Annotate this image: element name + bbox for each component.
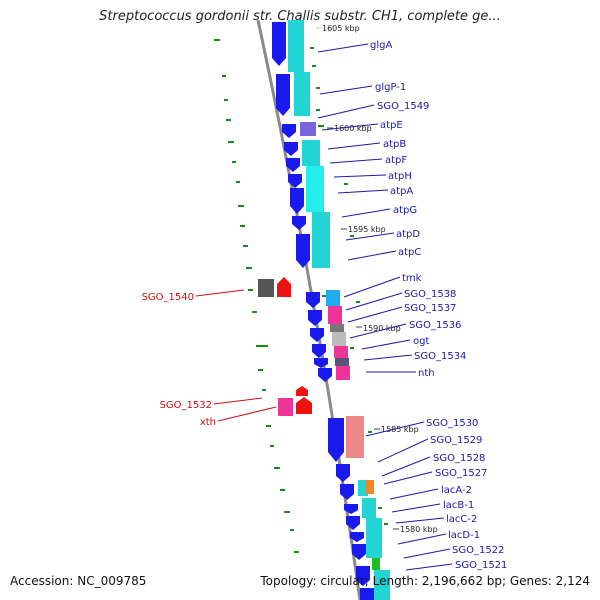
gene-label: SGO_1549 (377, 101, 429, 112)
feature-block (302, 140, 320, 166)
gene-block (278, 398, 293, 416)
gene-label: SGO_1521 (455, 560, 507, 571)
forward-cds-arrows (272, 22, 374, 600)
gene-label: SGO_1528 (433, 453, 485, 464)
cds-arrow (277, 277, 291, 297)
gene-label: lacA-2 (441, 485, 472, 496)
gene-label: SGO_1530 (426, 418, 478, 429)
gene-label: SGO_1527 (435, 468, 487, 479)
gene-label: lacC-2 (446, 514, 477, 525)
feature-block (332, 332, 346, 346)
cds-arrow (296, 397, 312, 414)
feature-block (366, 480, 374, 494)
accession-text: Accession: NC_009785 (10, 574, 147, 588)
feature-block (328, 306, 342, 324)
feature-block (335, 358, 349, 366)
feature-block (336, 366, 350, 380)
gene-label: SGO_1536 (409, 320, 461, 331)
feature-block (300, 122, 316, 136)
feature-block (330, 324, 344, 332)
gene-label: atpH (388, 171, 412, 182)
gene-label: glgA (370, 40, 392, 51)
feature-block (326, 290, 340, 306)
kbp-ticks: 1605 kbp 1600 kbp 1595 kbp 1590 kbp 1585… (316, 24, 438, 534)
feature-block (374, 570, 390, 600)
tick-label: 1600 kbp (334, 124, 372, 133)
gene-label: lacB-1 (443, 500, 474, 511)
tick-label: 1580 kbp (400, 525, 438, 534)
gene-label: atpG (393, 205, 417, 216)
gene-label: ogt (413, 336, 429, 347)
gene-label: lacD-1 (448, 530, 480, 541)
feature-block (288, 20, 304, 72)
tick-label: 1590 kbp (363, 324, 401, 333)
reverse-leaders (195, 289, 277, 422)
gene-label: SGO_1537 (404, 303, 456, 314)
feature-block (372, 558, 380, 570)
reverse-gene-labels: SGO_1540 SGO_1532 xth (142, 292, 216, 428)
map-title: Streptococcus gordonii str. Challis subs… (99, 9, 501, 24)
gene-label: SGO_1522 (452, 545, 504, 556)
feature-block (306, 166, 324, 212)
cds-arrow (296, 386, 308, 396)
feature-block (362, 498, 376, 518)
gene-label: tmk (402, 273, 422, 284)
tick-label: 1605 kbp (322, 24, 360, 33)
gene-label: xth (200, 417, 216, 428)
gene-label: atpA (390, 186, 413, 197)
tick-label: 1595 kbp (348, 225, 386, 234)
gene-label: atpE (380, 120, 403, 131)
feature-band (288, 20, 390, 600)
gene-label: nth (418, 368, 435, 379)
gene-label: SGO_1529 (430, 435, 482, 446)
reverse-strand-features (258, 277, 312, 416)
feature-block (294, 72, 310, 116)
feature-block (346, 416, 364, 458)
gene-label: glgP-1 (375, 82, 406, 93)
feature-block (312, 212, 330, 268)
gene-label: atpB (383, 139, 406, 150)
gene-label: atpF (385, 155, 407, 166)
feature-block (358, 480, 368, 496)
gene-label: SGO_1534 (414, 351, 466, 362)
gene-label: atpD (396, 229, 420, 240)
gene-label: SGO_1540 (142, 292, 194, 303)
feature-block (334, 346, 348, 358)
tick-label: 1585 kbp (381, 425, 419, 434)
genome-stats-text: Topology: circular; Length: 2,196,662 bp… (260, 574, 590, 588)
forward-leaders (317, 43, 453, 571)
forward-gene-labels: glgA glgP-1 SGO_1549 atpE atpB atpF atpH… (370, 40, 507, 571)
gc-dashes (214, 39, 388, 553)
gene-block (258, 279, 274, 297)
gene-label: SGO_1532 (160, 400, 212, 411)
feature-block (366, 518, 382, 558)
gene-label: SGO_1538 (404, 289, 456, 300)
gene-label: atpC (398, 247, 421, 258)
